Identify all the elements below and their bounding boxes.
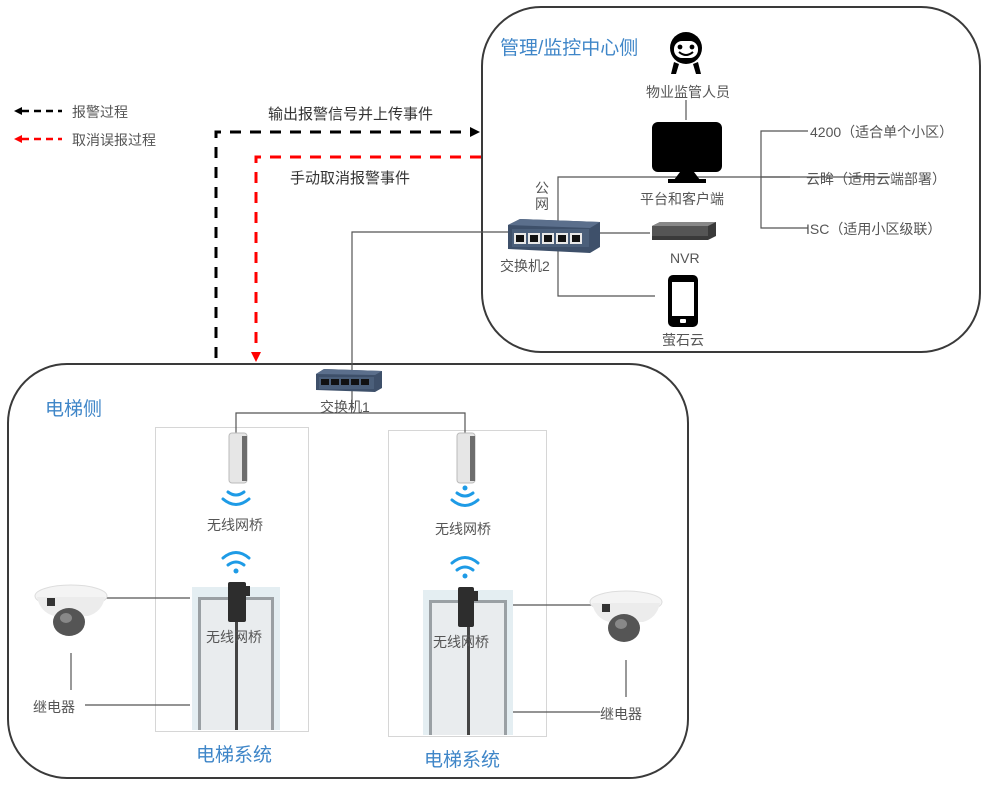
elevator-system-1-label: 电梯系统 [196, 745, 273, 766]
wireless-bridge-top-1-icon [228, 432, 248, 484]
bridge-top-1-label: 无线网桥 [207, 517, 263, 533]
switch-2-label: 交换机2 [500, 258, 550, 274]
cancel-flow-arrow [251, 155, 481, 362]
bridge-car-1-label: 无线网桥 [206, 629, 262, 645]
operator-label: 物业监管人员 [646, 84, 730, 100]
alarm-flow-arrow [214, 127, 480, 358]
nvr-icon [652, 222, 716, 240]
legend-alarm-label: 报警过程 [72, 104, 128, 120]
dome-camera-2-icon [589, 590, 663, 642]
relay-2-label: 继电器 [600, 706, 642, 722]
monitor-icon [652, 122, 722, 183]
switch-2-icon [508, 219, 600, 253]
legend-alarm-arrow [14, 107, 62, 115]
platform-option-yunmou: 云眸（适用云端部署） [806, 171, 946, 187]
legend-cancel-label: 取消误报过程 [72, 132, 156, 148]
dome-camera-1-icon [34, 584, 108, 636]
alarm-flow-label: 输出报警信号并上传事件 [268, 106, 434, 123]
wifi-signal-down-1-icon [221, 490, 251, 506]
wireless-bridge-car-2-icon [458, 587, 478, 627]
switch-1-icon [316, 369, 382, 392]
elevator-region [7, 363, 689, 779]
platform-option-4200: 4200（适合单个小区） [810, 124, 954, 140]
platform-option-isc: ISC（适用小区级联） [806, 221, 942, 237]
wifi-signal-down-2-icon [450, 491, 480, 507]
management-region [481, 6, 981, 353]
nvr-label: NVR [670, 250, 700, 266]
public-net-label: 公网 [535, 180, 549, 212]
wireless-bridge-car-1-icon [228, 582, 250, 622]
legend-cancel-arrow [14, 135, 62, 143]
switch-1-label: 交换机1 [320, 399, 370, 415]
ezviz-label: 萤石云 [662, 332, 704, 348]
wifi-signal-up-2-icon [450, 556, 480, 572]
relay-1-label: 继电器 [33, 699, 75, 715]
management-title: 管理/监控中心侧 [500, 38, 639, 59]
wifi-signal-up-1-icon [221, 551, 251, 567]
elevator-system-2-label: 电梯系统 [424, 750, 501, 771]
management-connections [70, 100, 890, 713]
bridge-top-2-label: 无线网桥 [435, 521, 491, 537]
operator-icon [670, 32, 702, 74]
phone-icon [668, 275, 698, 327]
cancel-flow-label: 手动取消报警事件 [290, 170, 411, 187]
bridge-car-2-label: 无线网桥 [433, 634, 489, 650]
platform-label: 平台和客户端 [640, 191, 724, 207]
wireless-bridge-top-2-icon [456, 432, 476, 484]
elevator-side-title: 电梯侧 [45, 399, 103, 420]
